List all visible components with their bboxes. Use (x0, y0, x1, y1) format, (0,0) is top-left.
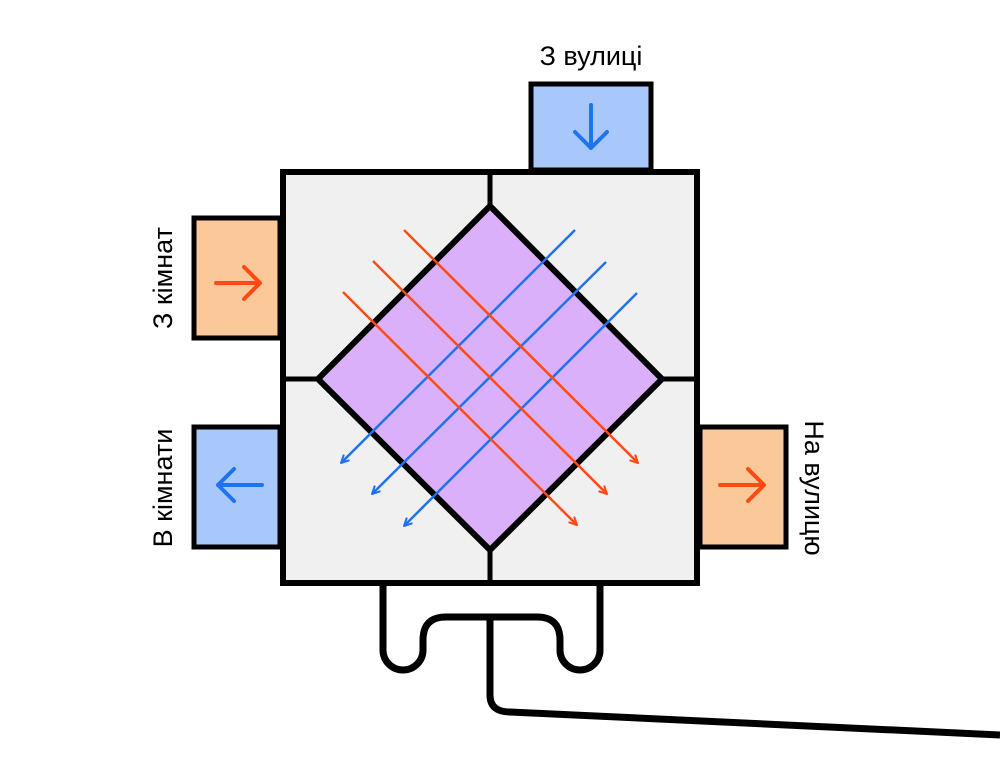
arrow-right-icon (214, 265, 262, 301)
warm-airflow-arrow (372, 260, 607, 494)
label-from-street: З вулиці (540, 41, 643, 71)
arrow-down-icon (573, 103, 609, 150)
arrow-right-icon (718, 467, 766, 503)
label-from-rooms: З кімнат (148, 227, 178, 329)
warm-airflow-arrow (403, 229, 638, 463)
label-to-rooms: В кімнати (148, 429, 178, 548)
arrow-left-icon (216, 467, 264, 503)
label-to-street: На вулицю (799, 420, 829, 555)
warm-airflow-arrow (342, 291, 577, 525)
drain-hose (486, 617, 1000, 739)
duct-from-rooms (191, 215, 283, 341)
